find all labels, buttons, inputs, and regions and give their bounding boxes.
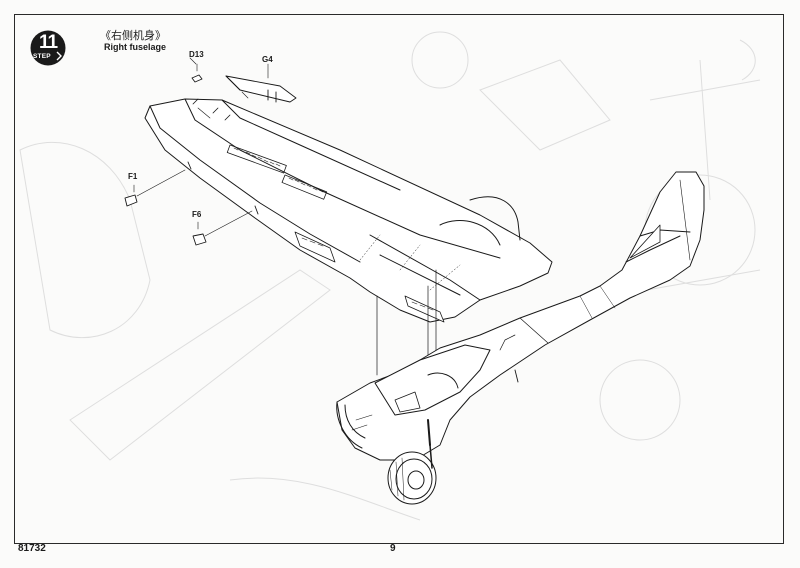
part-f6-shape [192, 233, 207, 246]
step-badge-circle-icon [30, 30, 66, 66]
part-label-d13: D13 [189, 50, 204, 59]
part-f1-shape [124, 194, 138, 207]
page-border [14, 14, 784, 544]
step-number: 11 [38, 32, 58, 53]
step-title-chinese: 《右侧机身》 [100, 29, 166, 42]
step-title-english: Right fuselage [104, 42, 167, 52]
step-badge: 11 STEP [30, 30, 66, 66]
part-label-f1: F1 [128, 172, 138, 181]
part-d13-shape [191, 74, 203, 83]
leader-lines [133, 57, 269, 237]
wing-assembly [144, 98, 553, 323]
landing-gear-wheel [387, 419, 437, 505]
step-word: STEP [33, 53, 51, 60]
kit-code: 81732 [18, 543, 46, 554]
show-through-ghost [19, 31, 761, 521]
fuselage-assembly [336, 171, 705, 461]
part-g4-shape [225, 75, 297, 103]
page-number: 9 [390, 543, 396, 554]
part-label-g4: G4 [262, 55, 273, 64]
part-label-f6: F6 [192, 210, 202, 219]
